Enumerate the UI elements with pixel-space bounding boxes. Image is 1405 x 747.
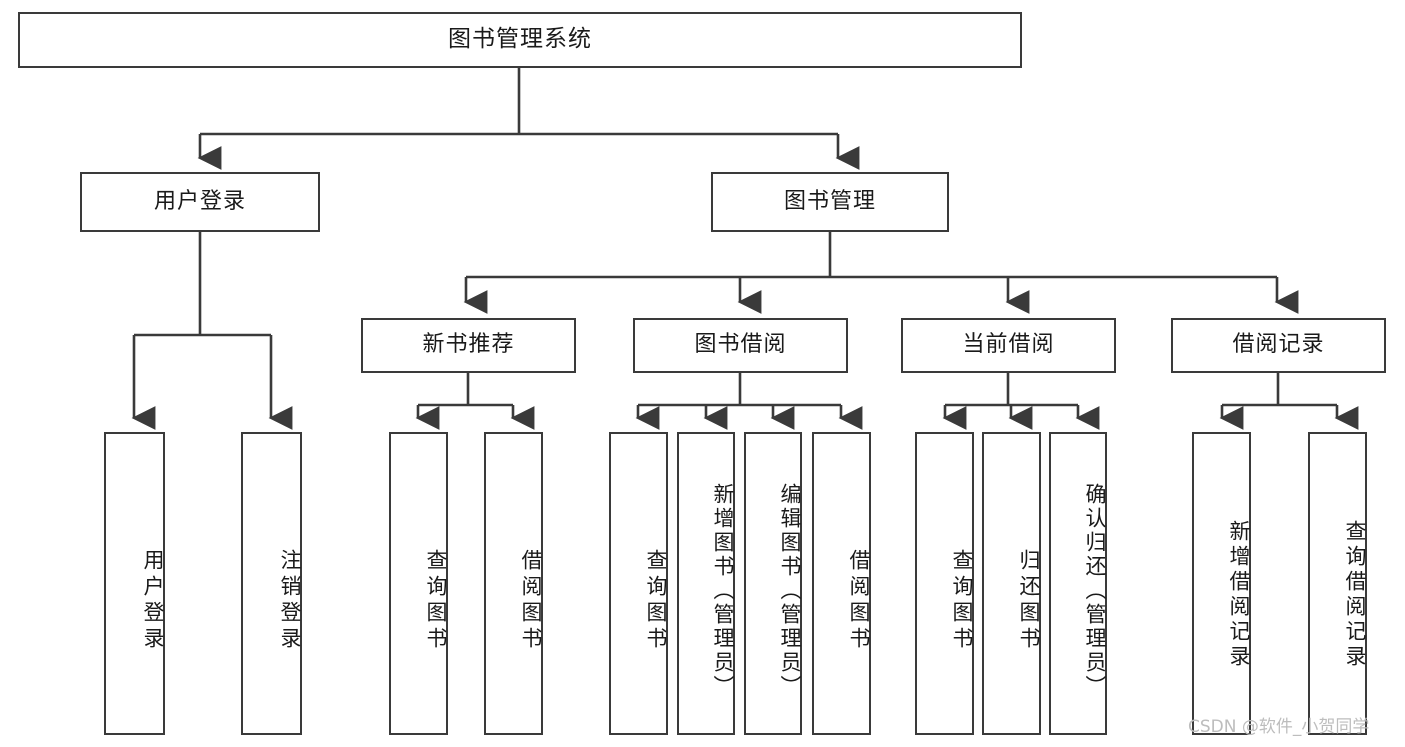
node-leaf-borrow-book-1-label: 借阅图书 [519,548,543,653]
node-leaf-query-borrow-record[interactable]: 查询借阅记录 [1308,432,1367,735]
node-user-login[interactable]: 用户登录 [80,172,320,232]
node-book-manage-label: 图书管理 [783,188,876,214]
node-current-borrow[interactable]: 当前借阅 [901,318,1116,373]
node-leaf-query-book-1[interactable]: 查询图书 [389,432,448,735]
node-leaf-query-book-2-label: 查询图书 [644,548,668,653]
node-leaf-user-logout-label: 注销登录 [278,548,302,653]
node-leaf-edit-book[interactable]: 编辑图书（管理员） [744,432,802,735]
node-leaf-return-book-label: 归还图书 [1017,548,1041,653]
node-leaf-query-book-1-label: 查询图书 [424,548,448,653]
node-leaf-borrow-book-2-label: 借阅图书 [847,548,871,653]
node-leaf-add-book[interactable]: 新增图书（管理员） [677,432,735,735]
node-book-manage[interactable]: 图书管理 [711,172,949,232]
node-new-book-recommend-label: 新书推荐 [422,332,515,358]
node-book-borrow[interactable]: 图书借阅 [633,318,848,373]
node-leaf-query-borrow-record-label: 查询借阅记录 [1343,519,1367,670]
node-user-login-label: 用户登录 [153,188,246,214]
node-leaf-add-book-label: 新增图书（管理员） [711,482,735,699]
node-borrow-record-label: 借阅记录 [1232,332,1325,358]
node-leaf-query-book-2[interactable]: 查询图书 [609,432,668,735]
node-leaf-confirm-return[interactable]: 确认归还（管理员） [1049,432,1107,735]
node-leaf-add-borrow-record[interactable]: 新增借阅记录 [1192,432,1251,735]
node-leaf-user-logout[interactable]: 注销登录 [241,432,302,735]
node-book-borrow-label: 图书借阅 [694,332,787,358]
node-leaf-add-borrow-record-label: 新增借阅记录 [1227,519,1251,670]
node-leaf-confirm-return-label: 确认归还（管理员） [1083,482,1107,699]
node-leaf-edit-book-label: 编辑图书（管理员） [778,482,802,699]
csdn-watermark: CSDN @软件_小贺同学 [1188,717,1370,737]
node-leaf-query-book-3[interactable]: 查询图书 [915,432,974,735]
node-current-borrow-label: 当前借阅 [962,332,1055,358]
node-leaf-return-book[interactable]: 归还图书 [982,432,1041,735]
node-new-book-recommend[interactable]: 新书推荐 [361,318,576,373]
node-root-system-label: 图书管理系统 [448,26,592,53]
node-leaf-user-login[interactable]: 用户登录 [104,432,165,735]
node-borrow-record[interactable]: 借阅记录 [1171,318,1386,373]
node-leaf-borrow-book-1[interactable]: 借阅图书 [484,432,543,735]
node-leaf-user-login-label: 用户登录 [141,548,165,653]
node-leaf-query-book-3-label: 查询图书 [950,548,974,653]
node-leaf-borrow-book-2[interactable]: 借阅图书 [812,432,871,735]
node-root-system[interactable]: 图书管理系统 [18,12,1022,68]
